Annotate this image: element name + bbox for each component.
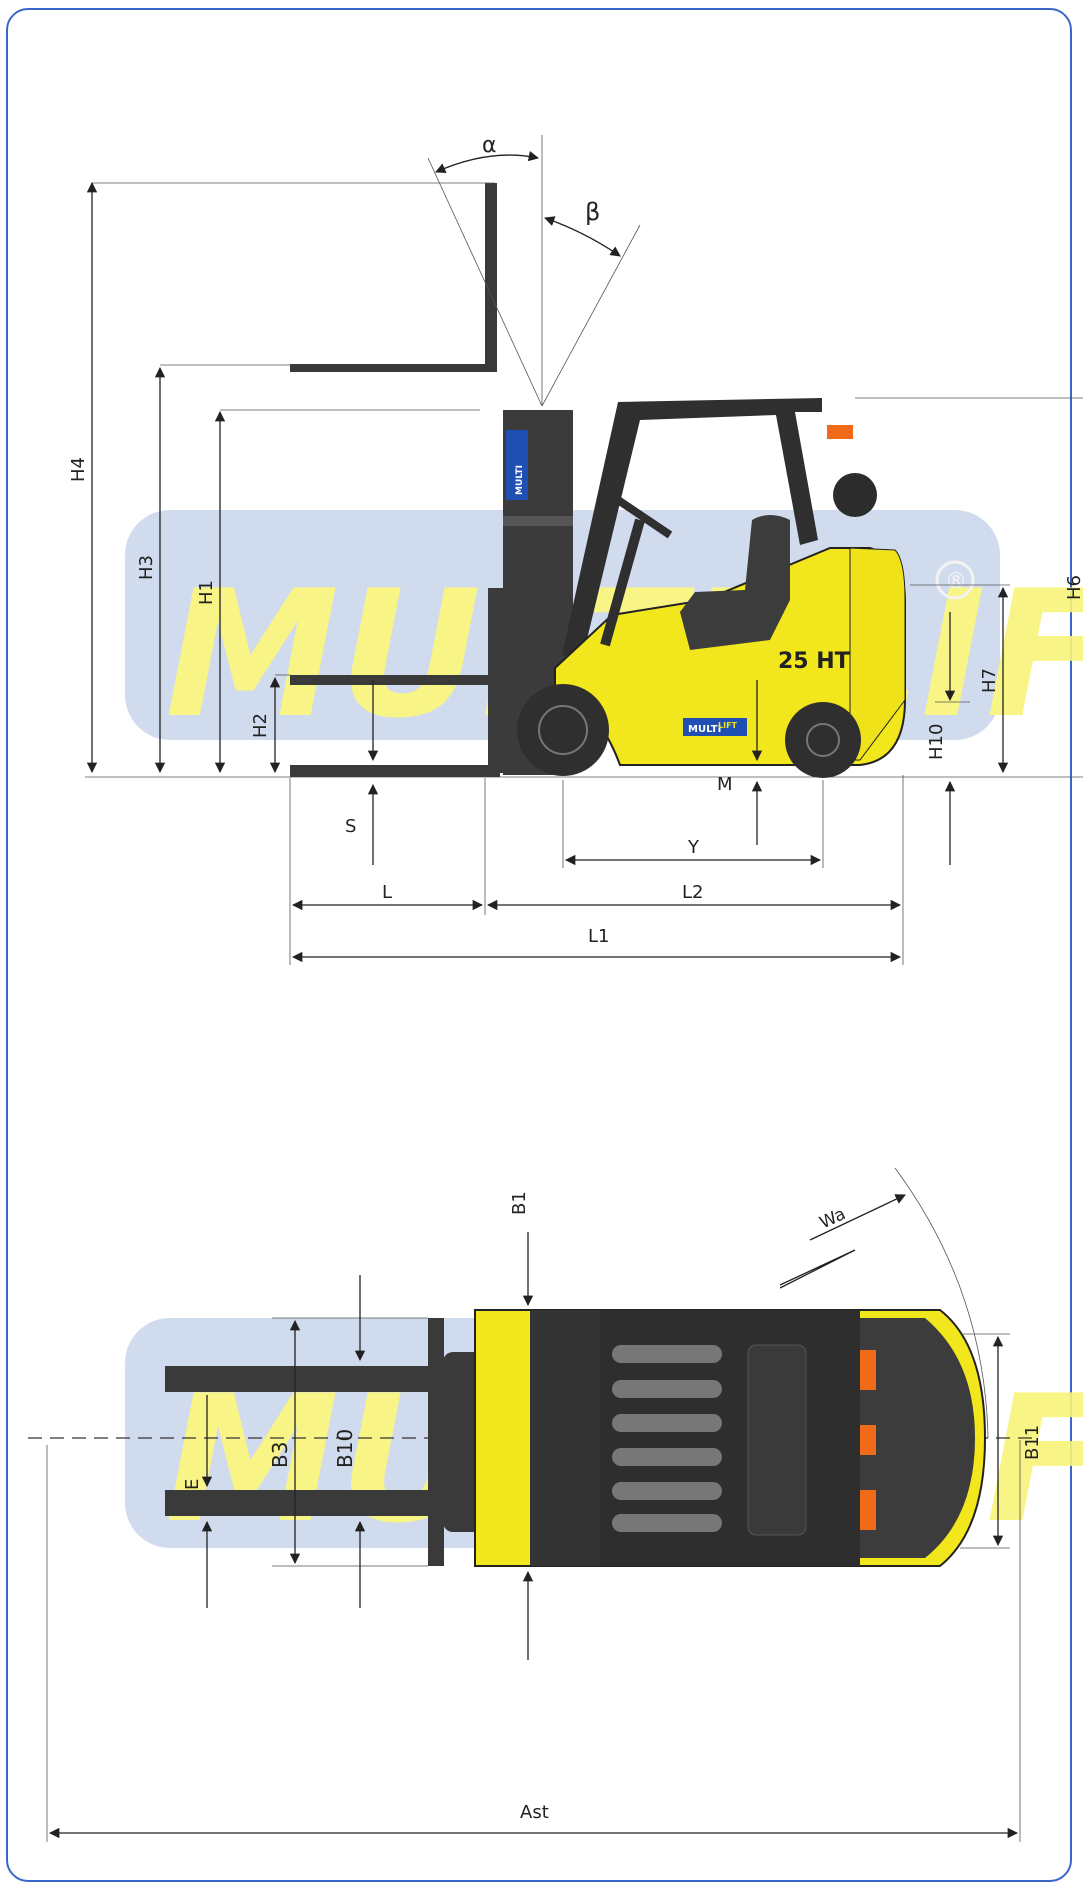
border-frame	[6, 8, 1072, 1882]
label-l: L	[382, 882, 392, 903]
beacon-light	[827, 425, 853, 439]
label-wa: Wa	[817, 1204, 849, 1233]
label-beta: β	[585, 198, 600, 226]
carriage	[428, 1318, 444, 1566]
mast-badge	[506, 430, 528, 500]
top-fork-right	[165, 1490, 430, 1516]
label-h7: H7	[979, 668, 1000, 693]
rear-wheel	[785, 702, 861, 778]
label-h10: H10	[926, 724, 947, 760]
fork-upper	[290, 675, 495, 685]
label-h2: H2	[250, 713, 271, 738]
label-ast: Ast	[520, 1802, 549, 1823]
label-h1: H1	[196, 580, 217, 605]
body-badge	[683, 718, 747, 736]
label-b3: B3	[268, 1442, 292, 1468]
label-b10: B10	[333, 1429, 357, 1468]
label-alpha: α	[482, 133, 497, 158]
label-e: E	[182, 1479, 203, 1490]
label-b1: B1	[509, 1191, 530, 1215]
overhead-guard	[562, 398, 822, 660]
label-y: Y	[687, 837, 700, 858]
raised-fork	[290, 183, 497, 372]
label-l2: L2	[682, 882, 703, 903]
label-h6: H6	[1064, 575, 1083, 600]
mast-badge-text: MULTI	[515, 465, 525, 495]
orange-part-3	[860, 1490, 876, 1530]
body-badge-text: MULTI	[688, 724, 721, 735]
label-h3: H3	[136, 555, 157, 580]
orange-part-1	[860, 1350, 876, 1390]
label-b11: B11	[1022, 1425, 1043, 1460]
fork-lower	[290, 765, 500, 777]
gas-cylinder	[833, 473, 877, 517]
top-view: Wa B1 B3 B10 E B11 Ast	[28, 1167, 1043, 1842]
front-wheel	[517, 684, 609, 776]
top-fork-left	[165, 1366, 430, 1392]
label-h4: H4	[68, 457, 89, 482]
label-s: S	[345, 816, 356, 837]
label-l1: L1	[588, 926, 609, 947]
label-m: M	[717, 774, 733, 795]
registered-mark: ®	[945, 569, 967, 594]
side-view: α β MULTI 25 HT MULTI LIFT	[68, 133, 1083, 965]
orange-part-2	[860, 1425, 876, 1455]
body-badge-lift: LIFT	[718, 721, 738, 730]
model-label: 25 HT	[778, 649, 850, 674]
seat	[680, 515, 790, 650]
